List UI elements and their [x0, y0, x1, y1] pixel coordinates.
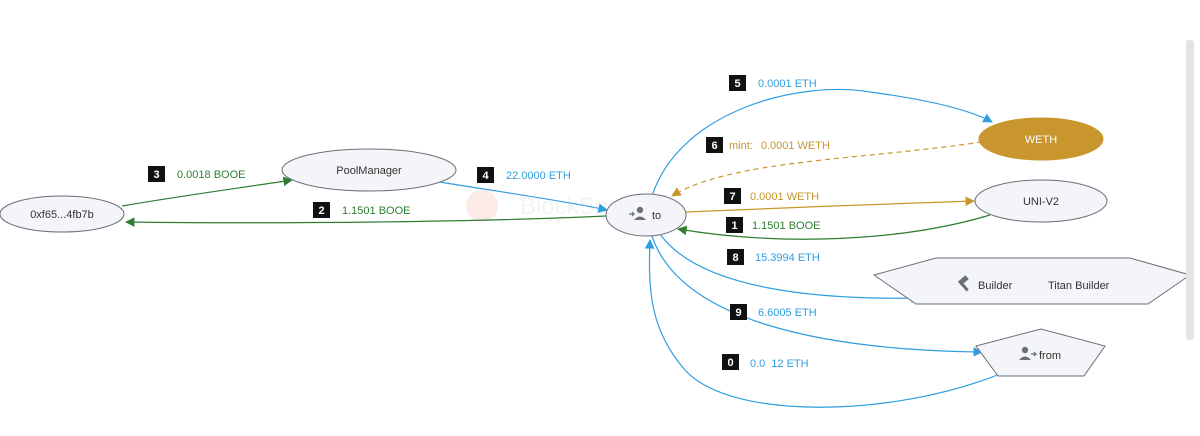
- edge-8-label[interactable]: 8 15.3994 ETH: [727, 249, 820, 265]
- edge-6[interactable]: [671, 141, 983, 197]
- edge-1[interactable]: [677, 214, 991, 240]
- edge-8[interactable]: [659, 233, 921, 303]
- edge-3-amount: 0.0018 BOOE: [177, 169, 246, 181]
- node-builder-sublabel: Titan Builder: [1048, 280, 1110, 292]
- hammer-icon: [957, 275, 969, 292]
- edge-8-amount: 15.3994 ETH: [755, 252, 820, 264]
- edge-7-amount: 0.0001 WETH: [750, 191, 819, 203]
- edge-6-badge: 6: [711, 140, 717, 152]
- edge-7-badge: 7: [729, 191, 735, 203]
- edge-5-amount: 0.0001 ETH: [758, 78, 817, 90]
- svg-text:mint:0.0001 WETH: mint: 0.0001 WETH: [729, 140, 830, 152]
- edge-6-amount: 0.0001 WETH: [761, 140, 830, 152]
- node-builder-label: Builder: [978, 280, 1013, 292]
- svg-text:0.012 ETH: 0.0 12 ETH: [750, 358, 809, 370]
- edge-0-amount-tail: 12 ETH: [771, 358, 808, 370]
- edge-1-label[interactable]: 1 1.1501 BOOE: [726, 217, 821, 233]
- edge-4-badge: 4: [482, 170, 489, 182]
- node-builder[interactable]: Builder Titan Builder: [872, 257, 1192, 305]
- edge-0-amount: 0.0: [750, 358, 765, 370]
- edge-1-badge: 1: [731, 220, 737, 232]
- edge-2-amount: 1.1501 BOOE: [342, 205, 411, 217]
- edge-5[interactable]: [651, 88, 993, 197]
- edge-4-label[interactable]: 4 22.0000 ETH: [477, 167, 571, 183]
- node-address[interactable]: 0xf65...4fb7b: [0, 195, 125, 233]
- node-uni-v2-label: UNI-V2: [1023, 196, 1059, 208]
- vertical-scrollbar[interactable]: [1186, 40, 1194, 340]
- edge-1-amount: 1.1501 BOOE: [752, 220, 821, 232]
- node-pool-manager-label: PoolManager: [336, 165, 402, 177]
- edge-2-badge: 2: [318, 205, 324, 217]
- edge-6-label[interactable]: 6 mint: 0.0001 WETH: [706, 137, 830, 153]
- node-pool-manager[interactable]: PoolManager: [281, 148, 457, 192]
- edge-4[interactable]: [439, 181, 608, 213]
- node-address-label: 0xf65...4fb7b: [30, 209, 94, 221]
- edge-9[interactable]: [651, 235, 983, 357]
- edge-3-badge: 3: [153, 169, 159, 181]
- user-arrow-icon: [1019, 346, 1038, 360]
- edge-5-badge: 5: [734, 78, 740, 90]
- edge-3-label[interactable]: 3 0.0018 BOOE: [148, 166, 246, 182]
- edge-0[interactable]: [644, 239, 1001, 408]
- edge-2[interactable]: [125, 215, 607, 227]
- edge-8-badge: 8: [732, 252, 738, 264]
- node-to-label: to: [652, 210, 661, 222]
- edge-9-badge: 9: [735, 307, 741, 319]
- node-from-label: from: [1039, 350, 1061, 362]
- edge-7-label[interactable]: 7 0.0001 WETH: [724, 188, 819, 204]
- edge-0-badge: 0: [727, 357, 733, 369]
- edge-3[interactable]: [121, 176, 293, 207]
- node-weth-label: WETH: [1025, 134, 1057, 146]
- edge-6-prefix: mint:: [729, 140, 753, 152]
- node-uni-v2[interactable]: UNI-V2: [974, 179, 1108, 223]
- edge-2-label[interactable]: 2 1.1501 BOOE: [313, 202, 411, 218]
- node-weth[interactable]: WETH: [978, 117, 1104, 161]
- node-to[interactable]: to: [605, 193, 687, 237]
- edge-9-amount: 6.6005 ETH: [758, 307, 817, 319]
- edge-5-label[interactable]: 5 0.0001 ETH: [729, 75, 817, 91]
- watermark: BlockSec: [466, 190, 620, 222]
- edge-4-amount: 22.0000 ETH: [506, 170, 571, 182]
- user-arrow-icon: [629, 206, 646, 220]
- node-from[interactable]: from: [975, 328, 1106, 377]
- edge-7[interactable]: [685, 196, 975, 213]
- edge-9-label[interactable]: 9 6.6005 ETH: [730, 304, 817, 320]
- edge-0-label[interactable]: 0 0.0 12 ETH: [722, 354, 809, 370]
